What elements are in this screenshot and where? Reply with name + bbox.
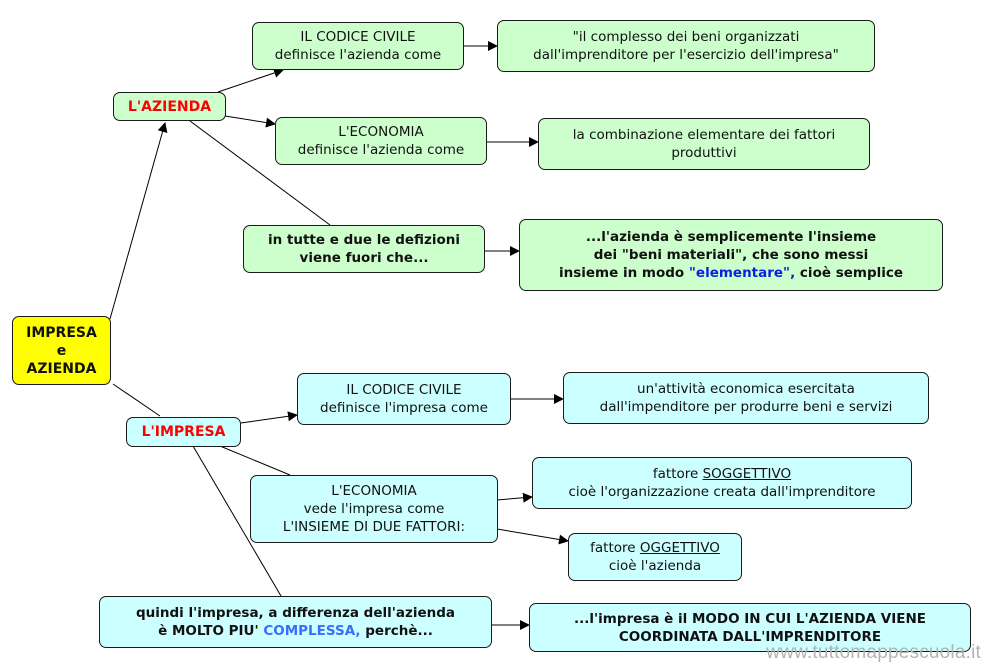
node-azienda-label: L'AZIENDA — [127, 98, 212, 115]
node-azienda-codice-civile[interactable]: IL CODICE CIVILE definisce l'azienda com… — [252, 22, 464, 70]
text-line: COORDINATA DALL'IMPRENDITORE — [618, 628, 882, 645]
node-azienda-codice-civile-definition[interactable]: "il complesso dei beni organizzati dall'… — [497, 20, 875, 72]
edge-economia-soggettivo — [496, 492, 533, 503]
text-line: definisce l'impresa come — [320, 400, 488, 416]
text-line: la combinazione elementare dei fattori — [572, 127, 836, 143]
text-line: L'INSIEME DI DUE FATTORI: — [282, 519, 466, 535]
text-line: cioè l'organizzazione creata dall'impren… — [568, 484, 876, 500]
edge-root-azienda — [109, 122, 168, 320]
node-impresa-conclusion[interactable]: quindi l'impresa, a differenza dell'azie… — [99, 596, 492, 648]
text-line: dall'impenditore per produrre beni e ser… — [599, 399, 893, 415]
text-line: ...l'azienda è semplicemente l'insieme — [585, 229, 877, 245]
node-azienda[interactable]: L'AZIENDA — [113, 92, 226, 121]
highlight-complessa: COMPLESSA, — [263, 623, 361, 639]
node-azienda-conclusion-definition[interactable]: ...l'azienda è semplicemente l'insieme d… — [519, 219, 943, 291]
text-line: quindi l'impresa, a differenza dell'azie… — [135, 605, 456, 621]
root-line-2: e — [56, 342, 67, 359]
text-line: vede l'impresa come — [303, 501, 445, 517]
edge-azienda-codice — [217, 68, 284, 93]
edge-economia-oggettivo — [496, 528, 569, 545]
text-line: definisce l'azienda come — [297, 142, 465, 158]
text-line: "il complesso dei beni organizzati — [572, 29, 800, 45]
node-azienda-economia[interactable]: L'ECONOMIA definisce l'azienda come — [275, 117, 487, 165]
edge-azienda-economia — [224, 115, 276, 128]
text-line: IL CODICE CIVILE — [346, 382, 462, 398]
edge-azienda-conclusion — [189, 120, 331, 226]
node-fattore-soggettivo[interactable]: fattore SOGGETTIVO cioè l'organizzazione… — [532, 457, 912, 509]
edge-root-impresa — [112, 383, 161, 417]
node-azienda-conclusion[interactable]: in tutte e due le defizioni viene fuori … — [243, 225, 485, 273]
edge-impresa-economia — [219, 445, 291, 476]
text-line: L'ECONOMIA — [338, 124, 424, 140]
highlight-elementare: "elementare", — [688, 265, 796, 281]
root-node-impresa-e-azienda[interactable]: IMPRESA e AZIENDA — [12, 316, 111, 385]
text-line: dall'imprenditore per l'esercizio dell'i… — [533, 47, 839, 63]
root-line-1: IMPRESA — [26, 324, 97, 341]
text-line: L'ECONOMIA — [331, 483, 417, 499]
edge-impresa-codice — [240, 411, 298, 424]
text-line: cioè l'azienda — [608, 558, 702, 574]
node-impresa-economia[interactable]: L'ECONOMIA vede l'impresa come L'INSIEME… — [250, 475, 498, 543]
text-fragment: fattore — [590, 540, 640, 556]
node-azienda-economia-definition[interactable]: la combinazione elementare dei fattori p… — [538, 118, 870, 170]
term-oggettivo: OGGETTIVO — [639, 540, 720, 556]
node-impresa-label: L'IMPRESA — [141, 424, 226, 440]
root-line-3: AZIENDA — [26, 360, 97, 377]
text-fragment: perchè... — [360, 623, 433, 639]
text-line: ...l'impresa è il MODO IN CUI L'AZIENDA … — [574, 610, 926, 627]
text-fragment: cioè semplice — [795, 265, 904, 281]
node-impresa-codice-civile-definition[interactable]: un'attività economica esercitata dall'im… — [563, 372, 929, 424]
node-impresa[interactable]: L'IMPRESA — [126, 417, 241, 447]
text-fragment: è MOLTO PIU' — [158, 623, 264, 639]
text-line: dei "beni materiali", che sono messi — [593, 247, 869, 263]
node-fattore-oggettivo[interactable]: fattore OGGETTIVO cioè l'azienda — [568, 533, 742, 581]
text-fragment: fattore — [652, 466, 703, 482]
node-impresa-codice-civile[interactable]: IL CODICE CIVILE definisce l'impresa com… — [297, 373, 511, 425]
edge-impresa-conclusion — [192, 445, 282, 597]
text-line: viene fuori che... — [299, 250, 429, 266]
text-line: fattore OGGETTIVO — [590, 539, 720, 557]
text-line: è MOLTO PIU' COMPLESSA, perchè... — [158, 622, 433, 640]
text-line: insieme in modo "elementare", cioè sempl… — [559, 264, 903, 282]
text-line: IL CODICE CIVILE — [300, 29, 416, 45]
text-line: in tutte e due le defizioni — [267, 232, 461, 248]
term-soggettivo: SOGGETTIVO — [702, 466, 792, 482]
text-line: un'attività economica esercitata — [637, 381, 855, 397]
node-impresa-conclusion-definition[interactable]: ...l'impresa è il MODO IN CUI L'AZIENDA … — [529, 603, 971, 652]
text-fragment: insieme in modo — [558, 265, 689, 281]
text-line: produttivi — [671, 145, 737, 161]
text-line: fattore SOGGETTIVO — [653, 465, 791, 483]
text-line: definisce l'azienda come — [274, 47, 442, 63]
watermark: www.tuttomappescuola.it — [766, 642, 981, 663]
